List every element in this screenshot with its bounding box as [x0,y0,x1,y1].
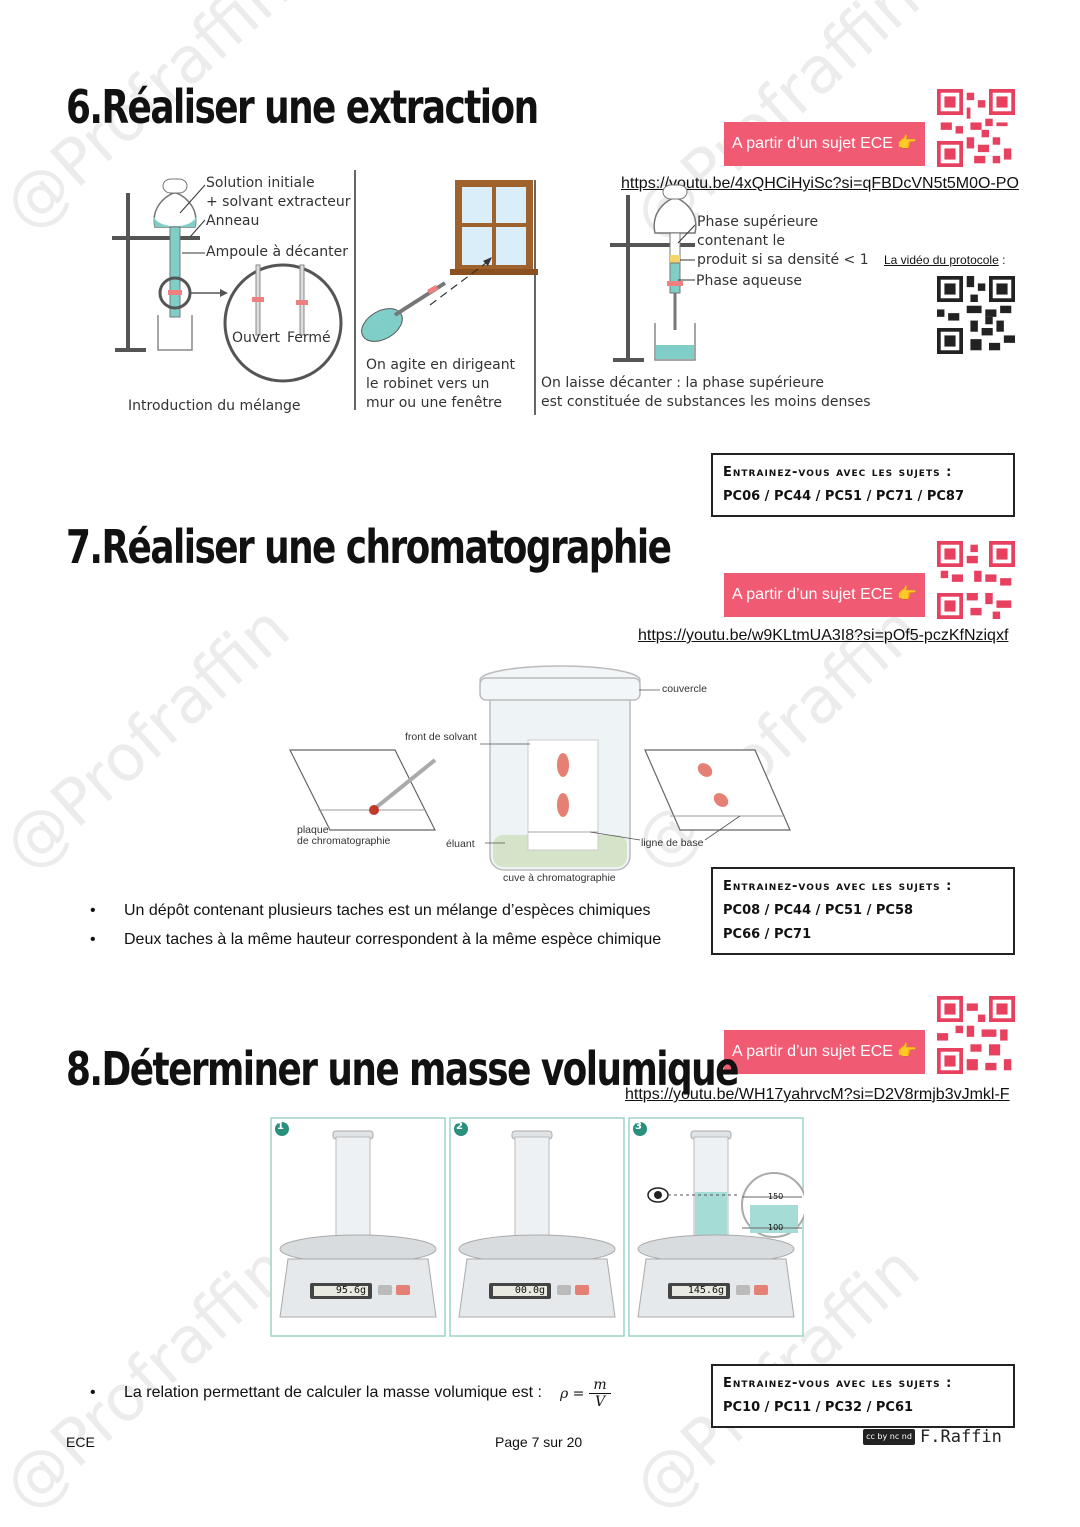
formula-fraction: m V [589,1377,611,1410]
extraction-figure [112,170,697,415]
balance-display: 00.0g [514,1285,545,1296]
footer-author: F.Raffin [920,1427,1002,1447]
label-plaque-1: plaque [297,824,329,836]
formula-lhs: ρ = [560,1385,585,1402]
ece-button-8[interactable]: A partir d’un sujet ECE 👉 [724,1030,926,1074]
stand-1 [112,193,200,352]
balance-display: 145.6g [687,1285,724,1296]
training-box-title: Entrainez-vous avec les sujets : [723,879,953,894]
youtube-link-7[interactable]: https://youtu.be/w9KLtmUA3I8?si=pOf5-pcz… [638,627,1009,644]
stand-3 [610,195,695,362]
balance-drawing [270,1117,807,1337]
youtube-link-6[interactable]: https://youtu.be/4xQHCiHyiSc?si=qFBDcVN5… [621,175,1019,192]
training-box-8: Entrainez-vous avec les sujets : PC10 / … [711,1364,1015,1428]
formula-denominator: V [595,1394,606,1410]
label-ouvert: Ouvert [232,330,281,346]
video-protocole-label: La vidéo du protocole : [884,253,1005,267]
shaking-funnel [361,257,492,342]
page-number: Page 7 sur 20 [495,1434,583,1450]
funnel-1 [153,178,197,351]
training-box-line: PC66 / PC71 [723,927,812,942]
license-badge: cc by nc nd [863,1429,915,1445]
formula-numerator: m [589,1377,611,1394]
funnel-3 [653,184,697,361]
label-laisse-1: On laisse décanter : la phase supérieure [541,375,824,391]
label-eluant: éluant [446,838,475,850]
qr-code-icon[interactable] [937,541,1015,619]
training-box-title: Entrainez-vous avec les sujets : [723,465,953,480]
bullet-item: La relation permettant de calculer la ma… [90,1384,542,1402]
video-protocole-text[interactable]: La vidéo du protocole [884,253,999,267]
label-aqueuse: Phase aqueuse [696,273,802,289]
training-box-6: Entrainez-vous avec les sujets : PC06 / … [711,453,1015,517]
label-agite-2: le robinet vers un [366,376,490,392]
footer-left: ECE [66,1434,95,1450]
qr-code-icon[interactable] [937,89,1015,167]
section-7-title: 7.Réaliser une chromatographie [66,520,672,574]
training-box-line: PC06 / PC44 / PC51 / PC71 / PC87 [723,489,964,504]
label-front: front de solvant [405,731,477,743]
label-agite-1: On agite en dirigeant [366,357,516,373]
label-laisse-2: est constituée de substances les moins d… [541,394,871,410]
panel-number: 2 [456,1121,463,1132]
ece-button-6[interactable]: A partir d’un sujet ECE 👉 [724,122,926,166]
panel-2 [449,1117,625,1337]
training-box-line: PC08 / PC44 / PC51 / PC58 [723,903,914,918]
label-agite-3: mur ou une fenêtre [366,395,502,411]
window-picture [450,180,538,275]
label-solution: Solution initiale [206,175,315,191]
balance-display: 95.6g [335,1285,366,1296]
watermark: @Profraffin [0,591,305,885]
panel-number: 3 [635,1121,642,1132]
training-box-title: Entrainez-vous avec les sujets : [723,1376,953,1391]
label-anneau: Anneau [206,213,260,229]
label-phase-1: Phase supérieure [697,214,819,230]
section-6-title: 6.Réaliser une extraction [66,80,539,134]
qr-code-icon[interactable] [937,276,1015,354]
section-8-title: 8.Déterminer une masse volumique [66,1042,739,1096]
density-formula: ρ = m V [560,1377,611,1410]
label-phase-3: produit si sa densité < 1 [697,252,869,268]
qr-code-icon[interactable] [937,996,1015,1074]
panel-1 [270,1117,446,1337]
watermark: @Profraffin [0,1231,305,1525]
label-cuve: cuve à chromatographie [503,872,616,884]
label-couvercle: couvercle [662,683,707,695]
zoom-label: 100 [768,1223,784,1232]
label-plaque-2: de chromatographie [297,835,391,847]
balance-panels: 1 2 3 95.6g 00.0g 145.6g 150 100 [270,1117,807,1337]
label-solvant: + solvant extracteur [206,194,351,210]
label-phase-2: contenant le [697,233,786,249]
label-ampoule: Ampoule à décanter [206,244,349,260]
panel-number: 1 [277,1121,284,1132]
chromatography-figure [289,665,791,871]
label-ferme: Fermé [287,330,331,346]
label-intro: Introduction du mélange [128,398,301,414]
training-box-7: Entrainez-vous avec les sujets : PC08 / … [711,867,1015,955]
panel-3 [628,1117,807,1337]
zoom-label: 150 [768,1192,784,1201]
bullet-item: Un dépôt contenant plusieurs taches est … [90,902,651,920]
label-ligne: ligne de base [641,837,704,849]
youtube-link-8[interactable]: https://youtu.be/WH17yahrvcM?si=D2V8rmjb… [625,1086,1010,1103]
ece-button-7[interactable]: A partir d’un sujet ECE 👉 [724,573,926,617]
video-protocole-colon: : [998,253,1006,267]
bullet-item: Deux taches à la même hauteur correspond… [90,931,661,949]
training-box-line: PC10 / PC11 / PC32 / PC61 [723,1400,914,1415]
